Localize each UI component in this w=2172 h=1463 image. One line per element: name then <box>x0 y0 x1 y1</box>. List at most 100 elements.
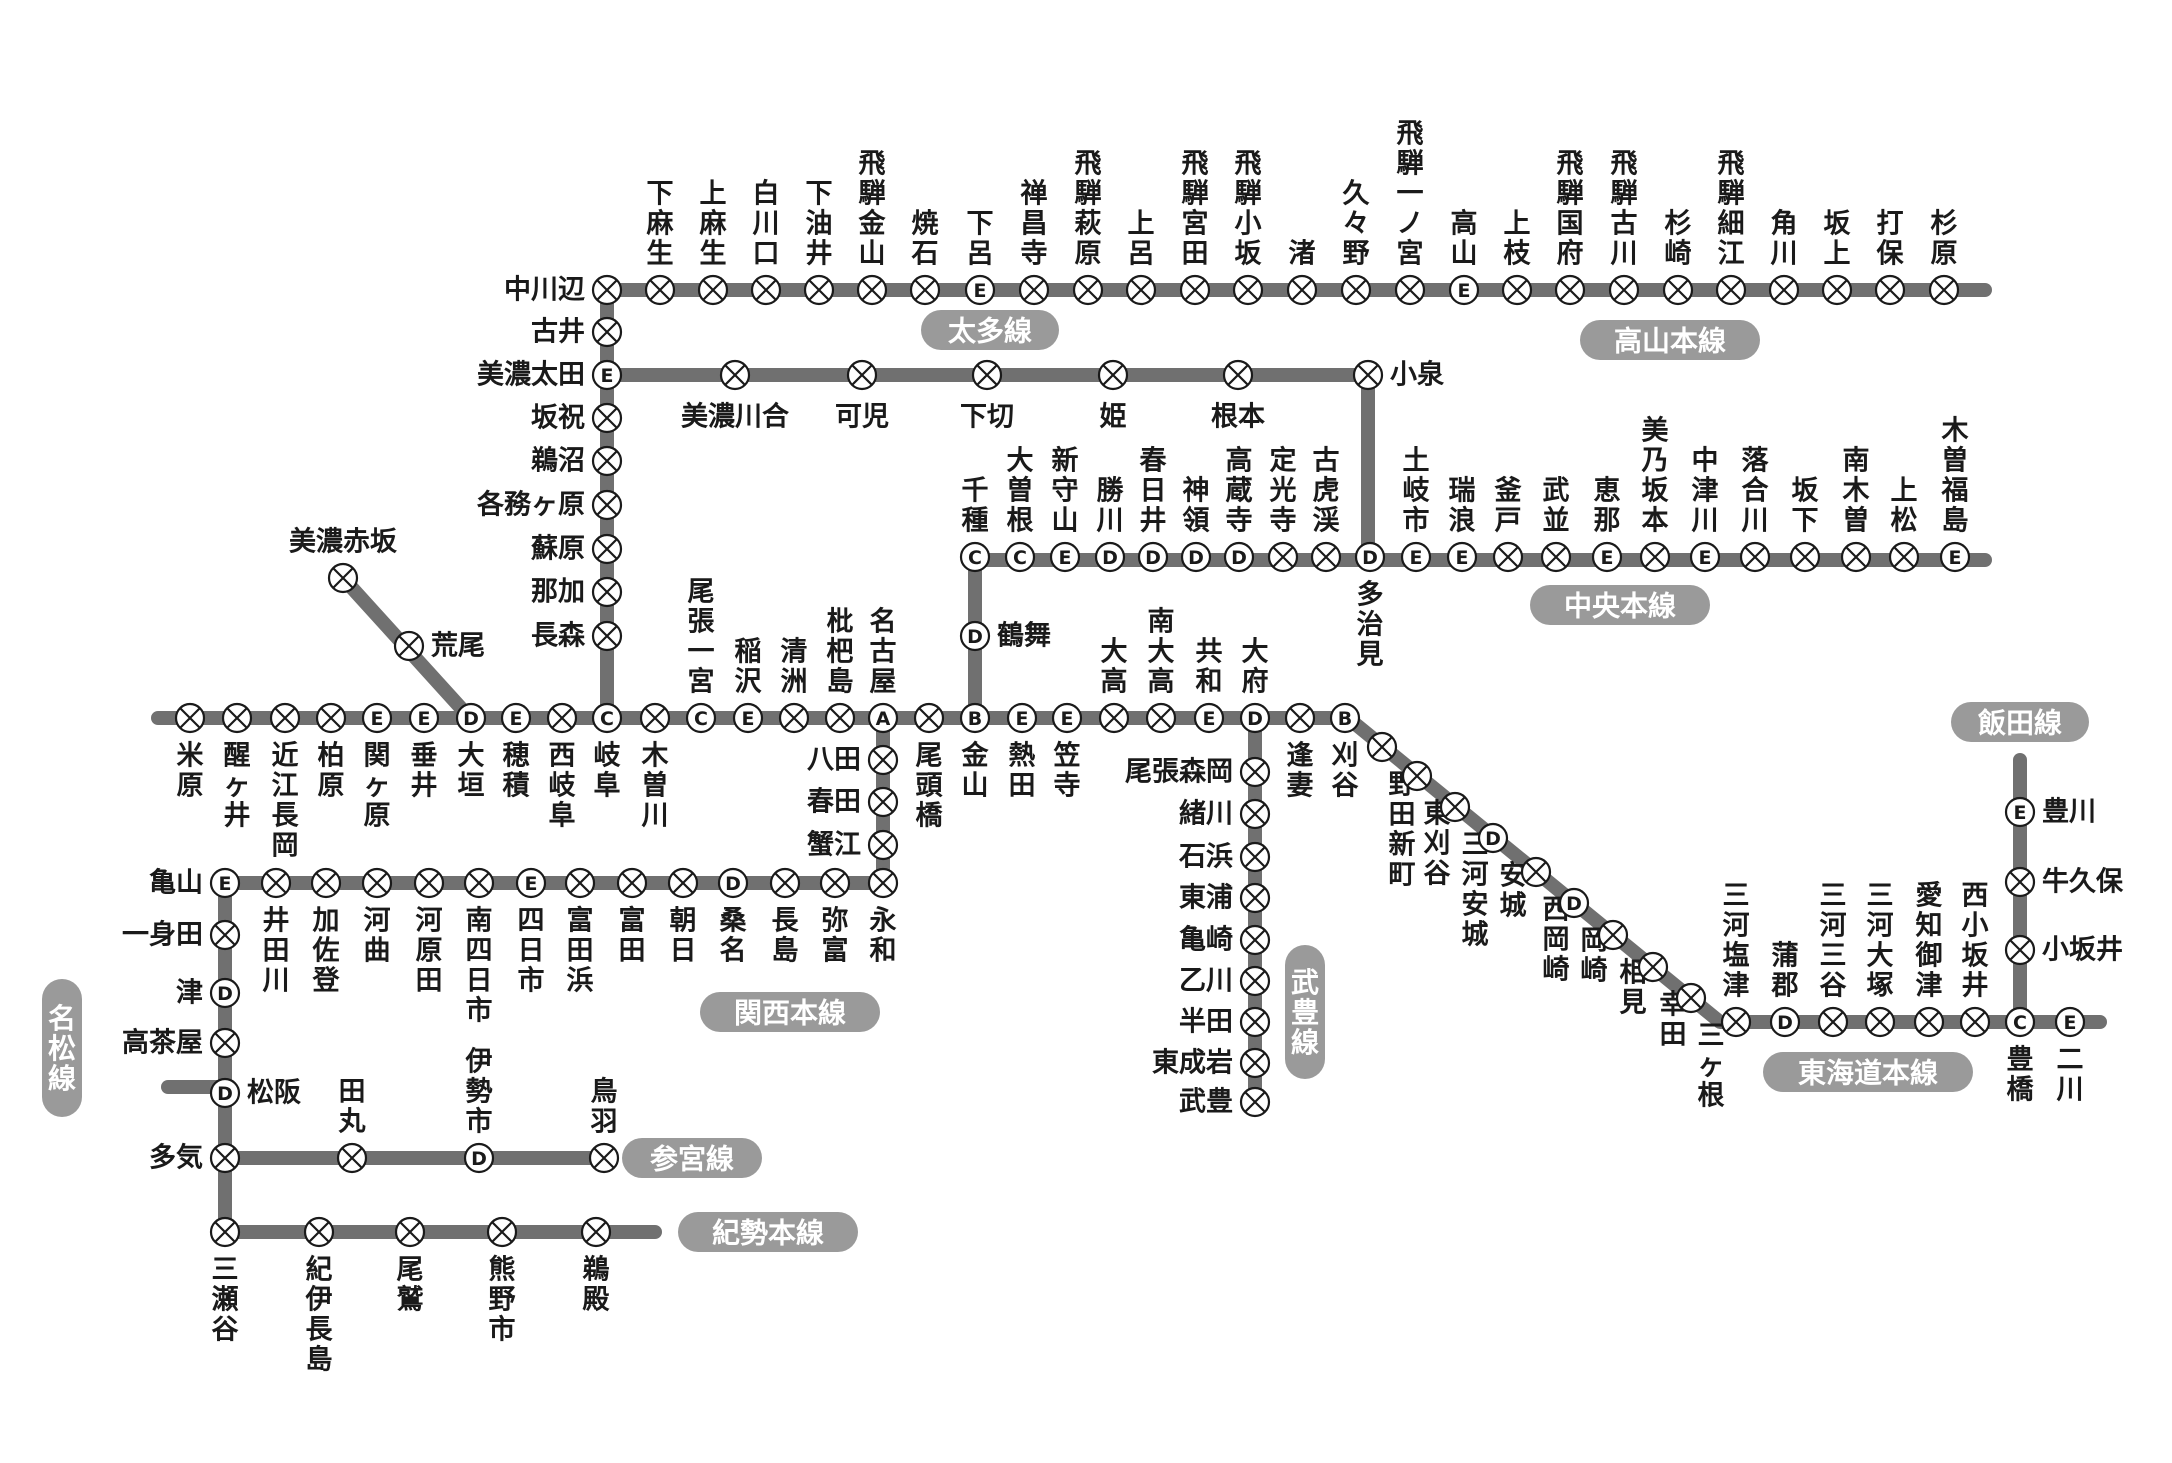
cross-station-icon <box>644 274 676 306</box>
station-name: 久々野 <box>1343 179 1370 270</box>
svg-text:E: E <box>2014 802 2027 824</box>
station-name: 高蔵寺 <box>1226 445 1253 537</box>
svg-text:D: D <box>1145 547 1161 569</box>
cross-station-icon <box>310 867 342 899</box>
station-name: 下呂 <box>967 209 994 270</box>
station-name: 尾張一宮 <box>688 577 716 698</box>
cross-station-icon <box>639 702 671 734</box>
svg-text:C: C <box>2013 1012 2027 1034</box>
cross-station-icon <box>1662 274 1694 306</box>
line-label-sangu: 参宮線 <box>622 1138 762 1178</box>
station-name: 飛騨古川 <box>1611 149 1638 270</box>
station-name: 小坂井 <box>2042 935 2123 966</box>
svg-text:中央本線: 中央本線 <box>1564 590 1676 623</box>
cross-station-icon <box>327 562 359 594</box>
cross-station-icon <box>1310 541 1342 573</box>
svg-text:B: B <box>1338 708 1352 730</box>
svg-text:E: E <box>974 280 987 302</box>
grade-e-station-icon: E <box>1051 702 1083 734</box>
cross-station-icon <box>1239 798 1271 830</box>
station-name: 朝日 <box>670 906 697 967</box>
cross-station-icon <box>1125 274 1157 306</box>
cross-station-icon <box>1540 541 1572 573</box>
line-label-taketoyo: 武豊線 <box>1285 945 1325 1079</box>
cross-station-icon <box>221 702 253 734</box>
station-name: 愛知御津 <box>1915 881 1943 1002</box>
station-name: 鳥羽 <box>591 1077 618 1138</box>
grade-e-station-icon: E <box>515 867 547 899</box>
station-name: 四日市 <box>518 906 545 997</box>
station-name: 富田浜 <box>567 905 594 997</box>
station-name: 各務ヶ原 <box>476 489 585 521</box>
station-name: 恵那 <box>1594 476 1621 537</box>
station-name: 三瀬谷 <box>212 1255 240 1346</box>
svg-text:E: E <box>1059 547 1072 569</box>
station-name: 熱田 <box>1009 741 1036 802</box>
station-name: 大垣 <box>458 741 485 802</box>
station-name: 西小坂井 <box>1962 881 1990 1002</box>
cross-station-icon <box>1639 541 1671 573</box>
station-name: 牛久保 <box>2042 867 2124 898</box>
cross-station-icon <box>1018 274 1050 306</box>
station-name: 半田 <box>1179 1007 1233 1038</box>
cross-station-icon <box>1789 541 1821 573</box>
cross-station-icon <box>591 533 623 565</box>
cross-station-icon <box>1821 274 1853 306</box>
station-name: 根本 <box>1211 402 1265 433</box>
station-name: 緒川 <box>1179 798 1233 830</box>
station-name: 杉原 <box>1931 209 1958 270</box>
svg-text:D: D <box>471 1148 487 1170</box>
grade-d-station-icon: D <box>717 867 749 899</box>
cross-station-icon <box>546 702 578 734</box>
line-label-taita: 太多線 <box>921 310 1059 350</box>
station-name: 桑名 <box>720 906 748 967</box>
cross-station-icon <box>580 1216 612 1248</box>
grade-e-station-icon: E <box>1400 541 1432 573</box>
cross-station-icon <box>1239 756 1271 788</box>
stations: 中川辺下麻生上麻生白川口下油井飛騨金山焼石E下呂禅昌寺飛騨萩原上呂飛騨宮田飛騨小… <box>122 119 2124 1376</box>
cross-station-icon <box>1072 274 1104 306</box>
grade-d-station-icon: D <box>455 702 487 734</box>
grade-e-station-icon: E <box>1049 541 1081 573</box>
grade-d-station-icon: D <box>1477 822 1509 854</box>
station-name: 相見 <box>1620 958 1647 1019</box>
station-name: 飛騨小坂 <box>1235 149 1263 270</box>
grade-c-station-icon: C <box>2004 1006 2036 1038</box>
station-name: 垂井 <box>411 741 438 802</box>
cross-station-icon <box>260 867 292 899</box>
cross-station-icon <box>1284 702 1316 734</box>
svg-text:C: C <box>968 547 982 569</box>
station-name: 春田 <box>807 787 861 818</box>
cross-station-icon <box>1675 982 1707 1014</box>
grade-e-station-icon: E <box>1689 541 1721 573</box>
svg-text:D: D <box>1485 828 1501 850</box>
station-name: 禅昌寺 <box>1021 179 1048 270</box>
cross-station-icon <box>1817 1006 1849 1038</box>
grade-e-station-icon: E <box>209 867 241 899</box>
station-name: 渚 <box>1289 239 1316 270</box>
grade-d-station-icon: D <box>1558 887 1590 919</box>
station-name: 三河塩津 <box>1723 881 1750 1002</box>
cross-station-icon <box>209 1142 241 1174</box>
cross-station-icon <box>315 702 347 734</box>
cross-station-icon <box>697 274 729 306</box>
grade-e-station-icon: E <box>1591 541 1623 573</box>
svg-text:C: C <box>1013 547 1027 569</box>
station-name: 稲沢 <box>735 637 763 698</box>
svg-text:E: E <box>1456 547 1469 569</box>
grade-b-station-icon: B <box>1329 702 1361 734</box>
cross-station-icon <box>591 489 623 521</box>
station-name: 荒尾 <box>431 631 485 662</box>
station-name: 古井 <box>531 317 585 348</box>
station-name: 美乃坂本 <box>1642 415 1670 537</box>
station-name: 石浜 <box>1178 842 1233 873</box>
cross-station-icon <box>1888 541 1920 573</box>
svg-text:E: E <box>1410 547 1423 569</box>
station-name: 大曽根 <box>1007 446 1034 537</box>
cross-station-icon <box>1098 702 1130 734</box>
station-name: 上呂 <box>1128 209 1155 270</box>
cross-station-icon <box>1492 541 1524 573</box>
cross-station-icon <box>867 867 899 899</box>
grade-e-station-icon: E <box>1193 702 1225 734</box>
station-name: 笠寺 <box>1054 740 1081 802</box>
